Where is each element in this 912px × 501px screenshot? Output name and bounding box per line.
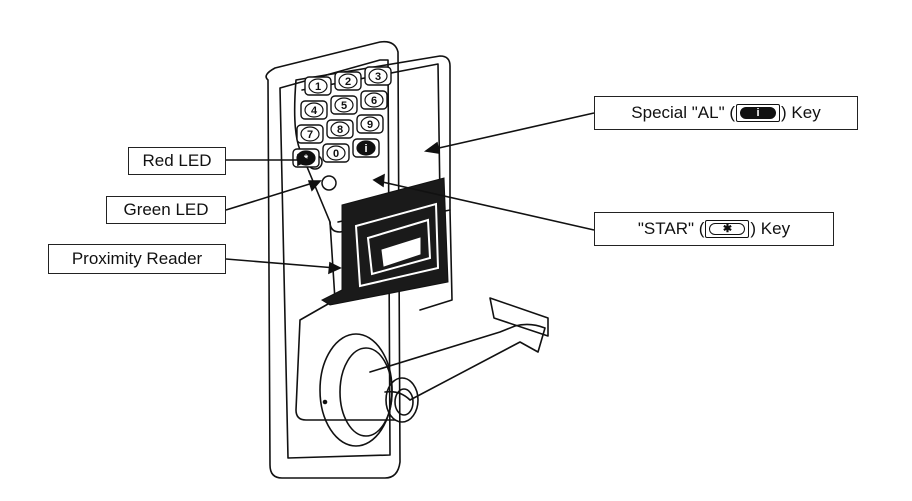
star-key-label: "STAR" ( ✱ ) Key [594, 212, 834, 246]
special-al-leader [429, 112, 595, 151]
keypad-key-label: 0 [333, 148, 339, 160]
keypad-key-label: 5 [341, 100, 347, 112]
keypad-key-0: 0 [322, 143, 350, 163]
proximity-reader [320, 177, 449, 306]
green-led-text: Green LED [123, 200, 209, 219]
keypad-key-label: 1 [315, 81, 321, 93]
keypad-key-8: 8 [326, 119, 354, 139]
keypad-key-label: i [364, 143, 367, 155]
al-key-glyph: i [740, 107, 777, 119]
lever-cap [385, 377, 419, 423]
keypad-key-label: 4 [311, 105, 318, 117]
keypad-key-label: 8 [337, 124, 343, 136]
proximity-reader-leader [225, 258, 337, 269]
star-key-icon: ✱ [705, 220, 750, 238]
green-led [321, 175, 337, 191]
star-key-glyph: ✱ [709, 223, 746, 235]
keypad-housing [293, 55, 451, 233]
star-suffix: ) Key [750, 219, 791, 238]
lever-handle [369, 323, 546, 401]
proximity-reader-label: Proximity Reader [48, 244, 226, 274]
keypad-key-9: 9 [356, 114, 384, 134]
keypad-key-label: 3 [375, 71, 381, 83]
keypad: 1 2 3 4 5 6 7 8 9 * 0 i [292, 66, 392, 168]
keypad-key-1: 1 [304, 76, 332, 96]
keypad-key-label: 7 [307, 129, 313, 141]
escutcheon-plate [265, 40, 401, 479]
special-al-prefix: Special "AL" ( [631, 103, 736, 122]
green-led-leader [225, 181, 317, 211]
keypad-key-star: * [292, 148, 320, 168]
keypad-key-label: 6 [371, 95, 377, 107]
keypad-key-label: 2 [345, 76, 351, 88]
red-led-label: Red LED [128, 147, 226, 175]
keypad-key-5: 5 [330, 95, 358, 115]
keypad-key-label: 9 [367, 119, 373, 131]
keypad-key-al: i [352, 138, 380, 158]
green-led-label: Green LED [106, 196, 226, 224]
keypad-key-6: 6 [360, 90, 388, 110]
special-al-suffix: ) Key [781, 103, 821, 122]
red-led-text: Red LED [142, 151, 212, 170]
star-leader [377, 180, 595, 231]
special-al-key-label: Special "AL" ( i ) Key [594, 96, 858, 130]
keypad-key-4: 4 [300, 100, 328, 120]
star-prefix: "STAR" ( [637, 219, 705, 238]
keypad-key-7: 7 [296, 124, 324, 144]
keypad-key-3: 3 [364, 66, 392, 86]
al-key-icon: i [736, 104, 781, 122]
proximity-reader-text: Proximity Reader [71, 249, 203, 268]
lock-body [295, 221, 396, 421]
keypad-key-2: 2 [334, 71, 362, 91]
